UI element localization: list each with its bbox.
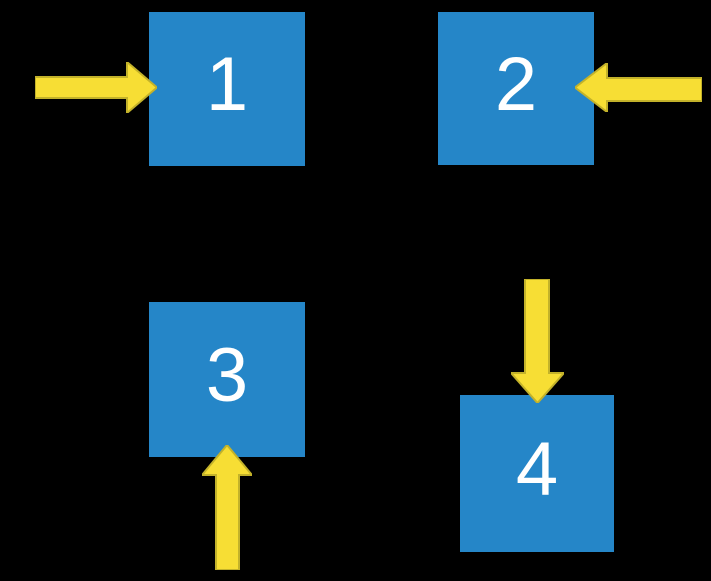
arrow-down-shape: [511, 279, 564, 403]
square-2: 2: [438, 12, 594, 165]
square-3: 3: [149, 302, 305, 457]
square-4-label: 4: [515, 426, 559, 512]
square-1-label: 1: [205, 42, 249, 127]
arrow-up-shape: [202, 445, 252, 570]
arrow-right-icon: [35, 62, 157, 113]
square-1: 1: [149, 12, 305, 166]
arrow-left-icon: [575, 63, 702, 112]
arrow-right-shape: [35, 62, 157, 113]
arrow-up-icon: [202, 445, 252, 570]
square-4: 4: [460, 395, 614, 552]
square-3-label: 3: [205, 332, 249, 418]
arrow-down-icon: [511, 279, 564, 403]
arrow-left-shape: [575, 63, 702, 112]
square-2-label: 2: [494, 41, 538, 127]
